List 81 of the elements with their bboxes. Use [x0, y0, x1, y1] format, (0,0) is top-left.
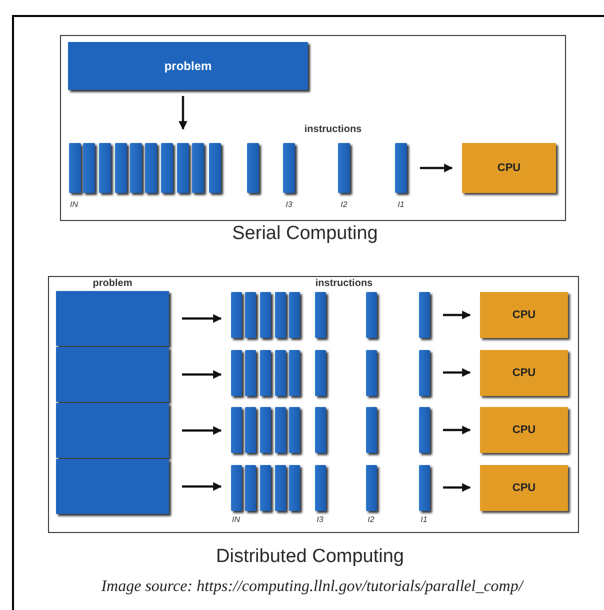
instruction-bar — [275, 292, 286, 338]
instruction-bar — [99, 143, 111, 193]
instruction-bar — [192, 143, 204, 193]
instruction-bar — [209, 143, 221, 193]
instruction-bar — [366, 464, 377, 510]
arrow — [420, 164, 453, 172]
arrow — [178, 96, 188, 130]
instruction-bar — [161, 143, 173, 193]
instruction-bar — [231, 350, 242, 396]
instruction-bar — [419, 350, 430, 396]
problem-block — [56, 278, 169, 514]
instruction-bar — [275, 464, 286, 510]
bar-label: I3 — [286, 200, 292, 209]
instruction-bar — [395, 143, 407, 193]
cpu-box: CPU — [480, 407, 568, 453]
source-caption: Image source: https://computing.llnl.gov/tutorials/parallel_comp/ — [101, 578, 523, 596]
bar-label: I2 — [368, 515, 374, 524]
bar-label: I1 — [398, 200, 404, 209]
cpu-box: CPU — [480, 350, 568, 396]
instruction-bar — [245, 292, 256, 338]
instruction-bar — [275, 407, 286, 453]
panel-caption: Serial Computing — [232, 223, 378, 245]
instruction-bar — [315, 407, 326, 453]
instruction-bar — [69, 143, 81, 193]
instruction-bar — [83, 143, 95, 193]
instruction-bar — [283, 143, 295, 193]
bar-label: I2 — [340, 200, 348, 209]
problem-segment — [56, 459, 169, 514]
instruction-bar — [245, 464, 256, 510]
instruction-bar — [231, 407, 242, 453]
problem-box: problem — [68, 42, 308, 90]
instruction-bar — [260, 292, 271, 338]
arrow — [182, 314, 222, 323]
instruction-bar — [289, 292, 300, 338]
cpu-box: CPU — [462, 143, 556, 193]
instruction-bar — [231, 464, 242, 510]
instruction-bar — [245, 350, 256, 396]
arrow — [443, 310, 471, 320]
instruction-bar — [275, 350, 286, 396]
bar-label: I1 — [420, 515, 428, 524]
bar-label: IN — [70, 200, 78, 209]
instruction-bar — [419, 464, 430, 510]
arrow — [182, 370, 222, 379]
instruction-bar — [260, 464, 271, 510]
cpu-box: CPU — [480, 464, 568, 510]
instruction-bar — [419, 292, 430, 338]
instruction-bar — [260, 350, 271, 396]
arrow — [443, 426, 471, 434]
problem-segment — [56, 291, 169, 346]
arrow — [182, 482, 222, 491]
instruction-bar — [289, 464, 300, 510]
instructions-label: instructions — [304, 124, 362, 135]
problem-segment — [56, 347, 169, 402]
instruction-bar — [366, 350, 377, 396]
instruction-bar — [315, 464, 326, 510]
arrow — [182, 426, 222, 435]
instruction-bar — [145, 143, 157, 193]
bar-label: I3 — [316, 515, 324, 524]
instruction-bar — [130, 143, 142, 193]
instruction-bar — [366, 292, 377, 338]
instruction-bar — [419, 407, 430, 453]
instruction-bar — [338, 143, 350, 193]
instruction-bar — [315, 350, 326, 396]
instruction-bar — [247, 143, 259, 193]
instruction-bar — [366, 407, 377, 453]
instruction-bar — [231, 292, 242, 338]
instruction-bar — [177, 143, 189, 193]
instruction-bar — [260, 407, 271, 453]
instruction-bar — [289, 407, 300, 453]
block-heading: problem — [92, 278, 134, 290]
arrow — [443, 368, 471, 377]
cpu-box: CPU — [480, 292, 568, 338]
instructions-label: instructions — [315, 278, 373, 289]
instruction-bar — [115, 143, 127, 193]
instruction-bar — [245, 407, 256, 453]
arrow — [443, 483, 471, 492]
problem-segment — [56, 403, 169, 458]
bar-label: IN — [232, 515, 240, 524]
instruction-bar — [315, 292, 326, 338]
panel-caption: Distributed Computing — [216, 546, 404, 568]
instruction-bar — [289, 350, 300, 396]
